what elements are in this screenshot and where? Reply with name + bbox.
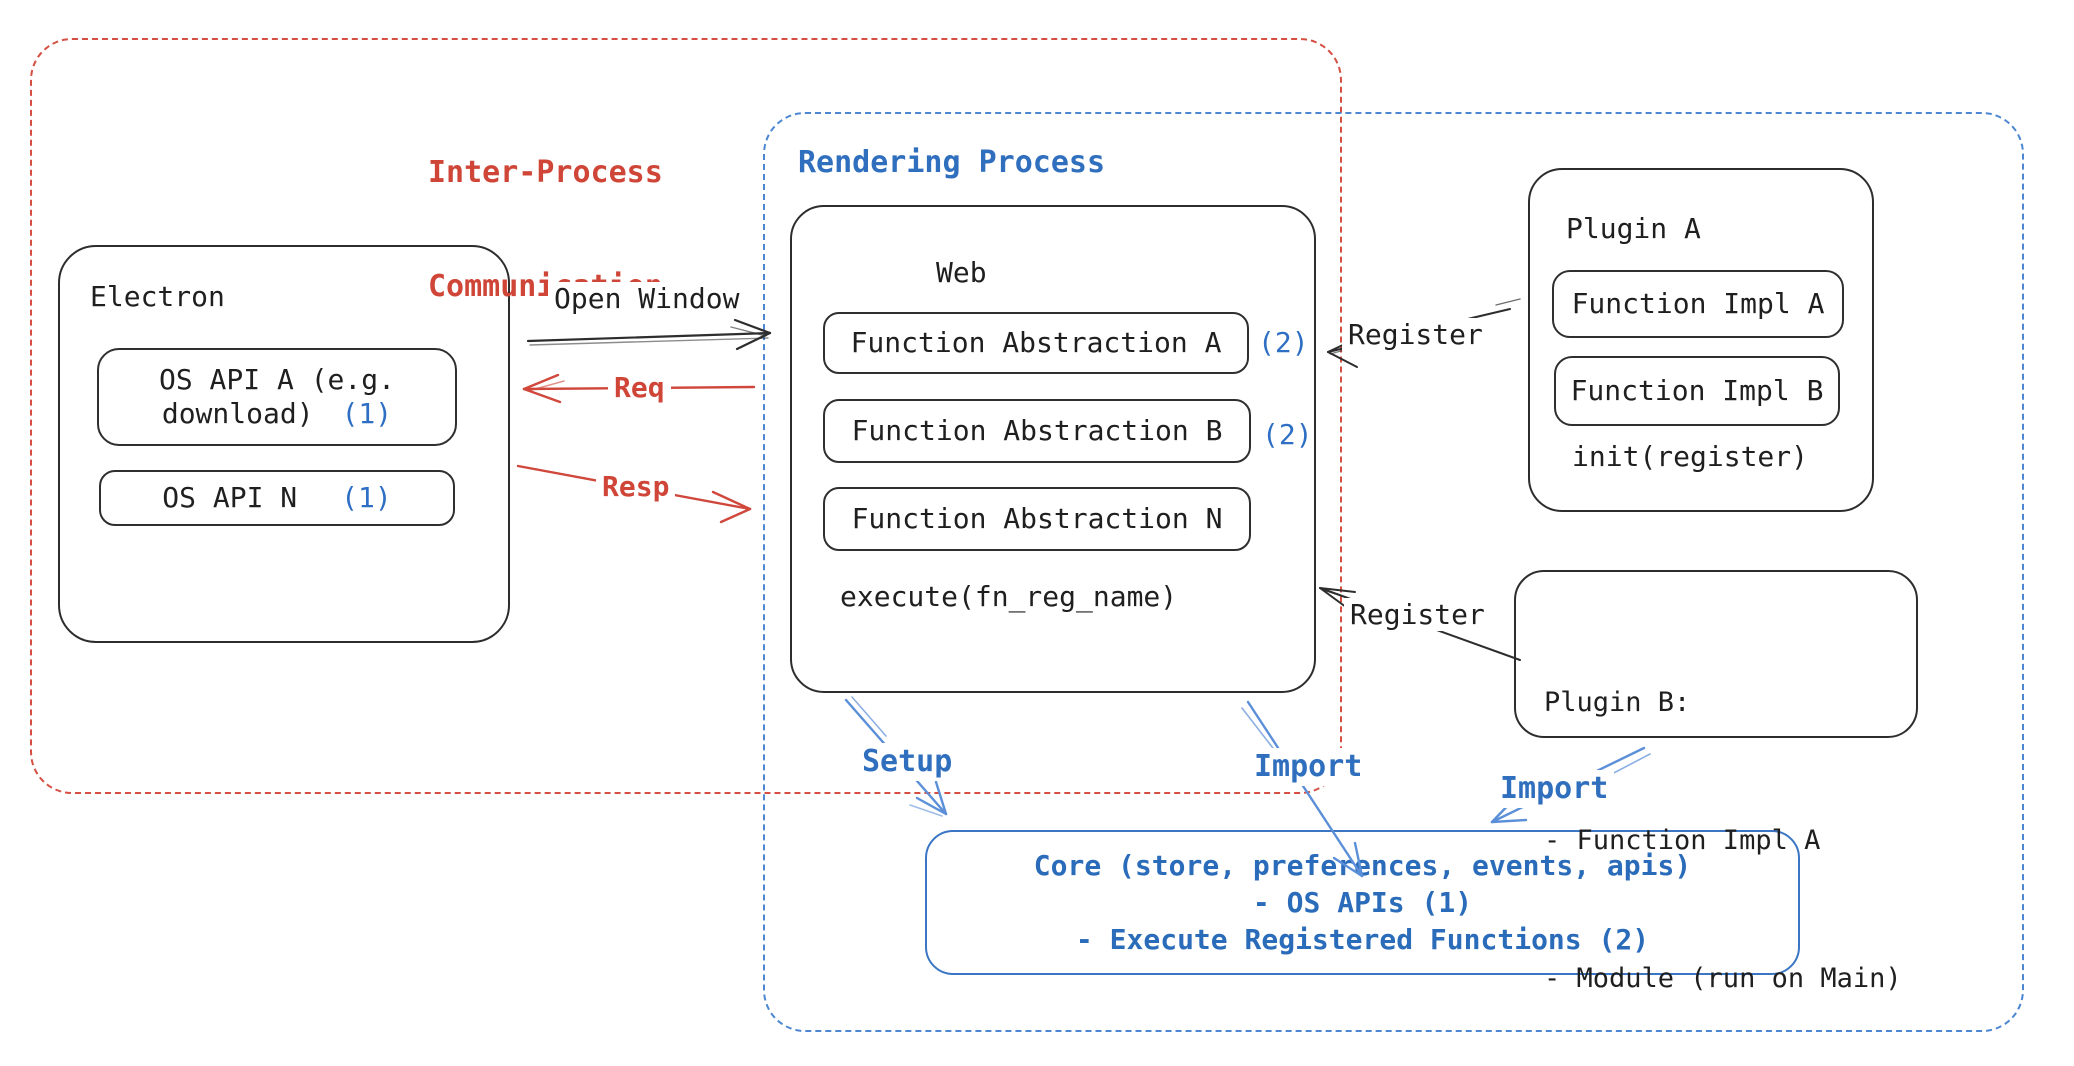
function-abstraction-b-badge: (2) — [1262, 418, 1313, 451]
core-line3: - Execute Registered Functions (2) — [1075, 923, 1650, 956]
function-impl-b-label: Function Impl B — [1570, 374, 1824, 407]
ipc-group-label: Inter-Process Communication — [428, 78, 663, 382]
rendering-process-label: Rendering Process — [798, 145, 1106, 180]
function-abstraction-a-box: Function Abstraction A — [823, 312, 1249, 374]
plugin-a-node — [1528, 168, 1874, 512]
function-impl-a-label: Function Impl A — [1571, 287, 1825, 320]
os-api-a-badge: (1) — [341, 397, 393, 430]
core-line2: - OS APIs (1) — [1252, 886, 1473, 919]
function-abstraction-b-label: Function Abstraction B — [851, 414, 1223, 447]
plugin-b-item-impl-a: - Function Impl A — [1544, 825, 1821, 856]
os-api-n-box: OS API N (1) — [99, 470, 455, 526]
plugin-a-title: Plugin A — [1566, 212, 1701, 245]
resp-label: Resp — [596, 470, 676, 503]
function-impl-a-box: Function Impl A — [1552, 270, 1844, 338]
electron-title: Electron — [90, 280, 225, 313]
function-abstraction-a-badge: (2) — [1258, 326, 1309, 359]
req-label: Req — [608, 371, 671, 404]
function-abstraction-b-box: Function Abstraction B — [823, 399, 1251, 463]
os-api-n-label: OS API N — [162, 481, 298, 514]
os-api-a-line2: download) — [161, 397, 314, 430]
import-web-label: Import — [1248, 748, 1369, 786]
function-abstraction-n-label: Function Abstraction N — [851, 502, 1223, 535]
web-title: Web — [936, 256, 987, 289]
web-execute-method: execute(fn_reg_name) — [840, 580, 1178, 613]
register-bottom-label: Register — [1344, 598, 1491, 631]
os-api-a-line1: OS API A (e.g. — [158, 363, 395, 396]
os-api-a-box: OS API A (e.g. download) (1) — [97, 348, 457, 446]
function-abstraction-n-box: Function Abstraction N — [823, 487, 1251, 551]
ipc-label-line1: Inter-Process — [428, 155, 663, 190]
rendering-process-boundary — [763, 112, 2024, 1032]
function-impl-b-box: Function Impl B — [1554, 356, 1840, 426]
os-api-n-badge: (1) — [341, 481, 392, 514]
function-abstraction-a-label: Function Abstraction A — [850, 326, 1222, 359]
register-top-label: Register — [1342, 318, 1489, 351]
setup-label: Setup — [856, 743, 959, 781]
ipc-group-boundary — [30, 38, 1342, 794]
import-plugin-label: Import — [1494, 770, 1615, 808]
plugin-b-title: Plugin B: — [1544, 687, 1691, 718]
plugin-b-text: Plugin B: - Function Impl A - Module (ru… — [1544, 588, 1902, 1066]
plugin-a-init-method: init(register) — [1572, 440, 1809, 473]
open-window-label: Open Window — [548, 282, 746, 315]
plugin-b-item-module: - Module (run on Main) — [1544, 963, 1902, 994]
